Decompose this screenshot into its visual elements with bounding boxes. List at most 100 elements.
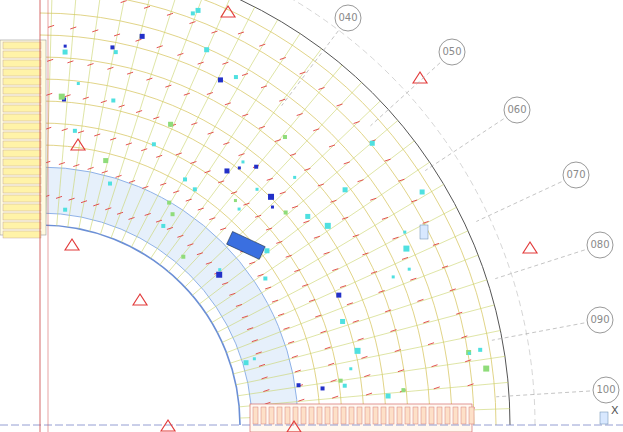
beam-tick: [272, 300, 278, 302]
radial-line: [131, 7, 254, 247]
seat-row: [333, 407, 338, 424]
bubble-circle: [335, 5, 361, 31]
seat-row: [261, 407, 266, 424]
row-box: [3, 105, 41, 112]
beam-tick: [292, 206, 298, 208]
beam-tick: [153, 117, 159, 119]
beam-tick: [361, 356, 367, 358]
beam-tick: [371, 271, 377, 273]
column-mark: [263, 276, 267, 280]
beam-tick: [284, 327, 290, 329]
beam-tick: [395, 350, 401, 352]
beam-tick: [261, 86, 267, 88]
beam-tick: [247, 328, 253, 330]
radial-line: [199, 141, 414, 304]
section-marker: [65, 239, 79, 250]
beam-tick: [73, 165, 79, 167]
beam-tick: [292, 356, 298, 358]
column-mark: [204, 47, 209, 52]
row-box: [3, 132, 41, 139]
seat-row: [309, 407, 314, 424]
beam-tick: [332, 396, 338, 398]
column-mark: [321, 386, 325, 390]
column-mark: [64, 45, 67, 48]
radial-line: [100, 0, 182, 234]
beam-tick: [222, 62, 228, 64]
beam-tick: [167, 13, 173, 15]
beam-tick: [119, 105, 125, 107]
radial-line: [121, 0, 231, 242]
beam-tick: [382, 217, 388, 219]
hatched-block: [227, 231, 266, 259]
beam-tick: [56, 196, 62, 198]
column-mark: [181, 255, 185, 259]
beam-tick: [319, 87, 325, 89]
beam-tick: [461, 336, 467, 338]
column-mark: [305, 214, 310, 219]
column-mark: [114, 50, 118, 54]
beam-tick: [177, 235, 183, 237]
beam-tick: [78, 131, 84, 133]
beam-tick: [223, 142, 229, 144]
column-mark: [241, 160, 244, 163]
seat-row: [341, 407, 346, 424]
bubble-circle: [563, 162, 589, 188]
beam-tick: [364, 375, 370, 377]
bubble-circle: [587, 232, 613, 258]
beam-tick: [167, 227, 173, 229]
beam-tick: [62, 129, 68, 131]
seat-row: [453, 407, 458, 424]
column-mark: [401, 388, 405, 392]
section-marker: [161, 420, 175, 431]
grid-line: [495, 250, 584, 279]
beam-tick: [249, 262, 255, 264]
seat-row: [349, 407, 354, 424]
column-mark: [103, 158, 108, 163]
column-mark: [343, 187, 348, 192]
column-mark: [483, 366, 489, 372]
column-mark: [284, 210, 288, 214]
radial-line: [90, 0, 157, 231]
column-mark: [297, 383, 301, 387]
beam-tick: [304, 168, 310, 170]
beam-tick: [315, 315, 321, 317]
tier-arc: [40, 145, 320, 425]
beam-tick: [59, 163, 65, 165]
column-mark: [420, 189, 425, 194]
axis-bubble: 080: [586, 231, 614, 259]
bubble-circle: [587, 307, 613, 333]
column-mark: [140, 34, 145, 39]
beam-tick: [434, 387, 440, 389]
seat-row: [373, 407, 378, 424]
beam-tick: [314, 236, 320, 238]
beam-tick: [258, 274, 264, 276]
seat-row: [421, 407, 426, 424]
column-mark: [218, 77, 223, 82]
column-mark: [234, 75, 238, 79]
column-mark: [238, 166, 241, 169]
beam-tick: [145, 213, 151, 215]
column-mark: [108, 182, 112, 186]
beam-tick: [398, 370, 404, 372]
beam-tick: [347, 303, 353, 305]
beam-tick: [127, 72, 133, 74]
beam-tick: [340, 286, 346, 288]
beam-tick: [344, 162, 350, 164]
beam-tick: [468, 384, 474, 386]
row-box: [3, 96, 41, 103]
radial-line: [177, 82, 362, 279]
beam-tick: [222, 282, 228, 284]
grid-line: [370, 63, 440, 126]
tier-arc: [40, 79, 386, 425]
column-mark: [152, 142, 156, 146]
seat-row: [397, 407, 402, 424]
beam-tick: [157, 46, 163, 48]
beam-tick: [165, 85, 171, 87]
seat-row: [461, 407, 466, 424]
axis-line: [48, 0, 49, 432]
beam-tick: [278, 314, 284, 316]
axis-bubble: 040: [334, 4, 362, 32]
grid-line: [425, 119, 503, 171]
